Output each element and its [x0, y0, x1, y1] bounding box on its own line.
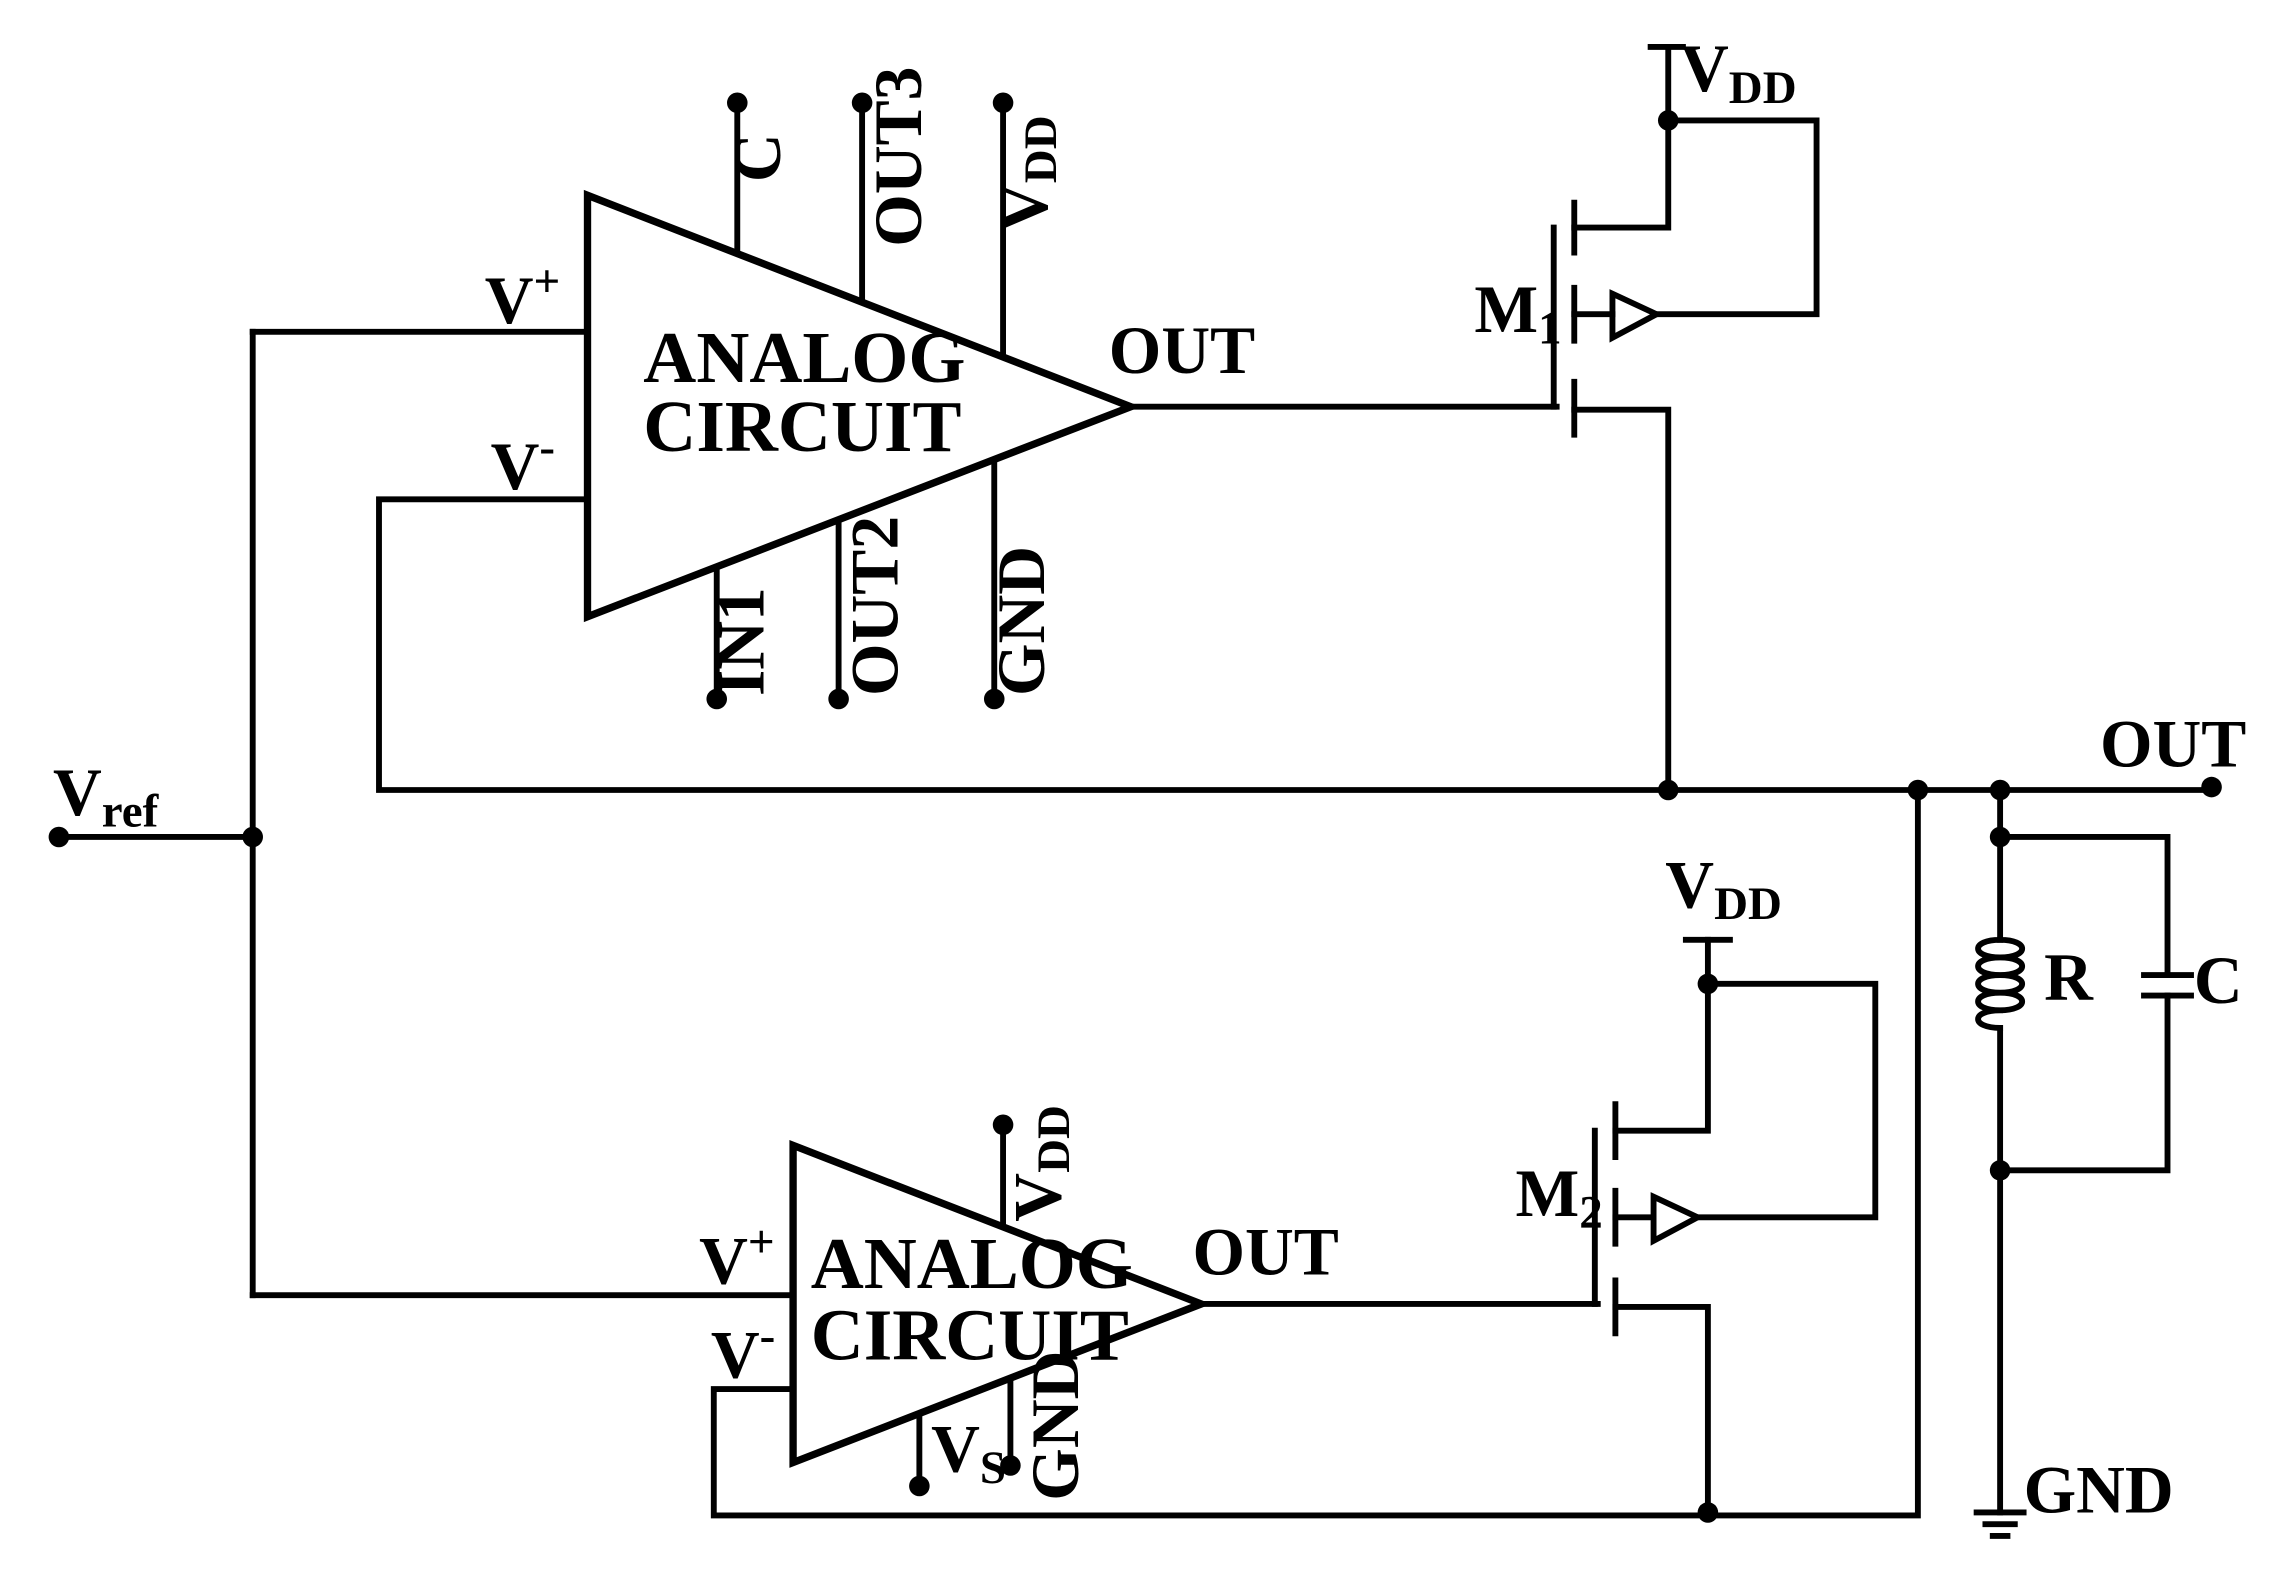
vref-terminal: [48, 826, 70, 848]
junctions: [48, 92, 2222, 1523]
m2-label: M2: [1516, 1156, 1603, 1239]
cap-bottom-wire: [1997, 992, 2171, 1174]
capacitor-label: C: [2194, 943, 2243, 1018]
junction-dot: [1657, 110, 1679, 131]
amp2-text-line1: ANALOG: [811, 1223, 1133, 1304]
out-terminal: [2201, 776, 2222, 798]
junction-dot: [1697, 1502, 1719, 1523]
m1-vdd-label: VDD: [1680, 31, 1797, 114]
ground-symbol: [1973, 1509, 2027, 1539]
terminal-dot: [909, 1475, 930, 1497]
amp1-vplus-label: V+: [485, 256, 561, 338]
amp1-pin-gnd-label: GND: [984, 546, 1059, 696]
gnd-label: GND: [2024, 1452, 2174, 1527]
terminal-dot: [1000, 1455, 1021, 1476]
amp1-pin-out3-label: OUT3: [861, 67, 936, 247]
amp1-pin-c-label: C: [720, 133, 795, 182]
junction-dot: [1657, 779, 1679, 801]
junction-dot: [1697, 973, 1719, 995]
junction-dot: [1907, 779, 1929, 801]
amp1-text-line1: ANALOG: [643, 317, 965, 398]
out-terminal-label: OUT: [2100, 707, 2246, 782]
amp1-text-line2: CIRCUIT: [643, 386, 961, 467]
m1-label: M1: [1474, 272, 1561, 355]
terminal-dot: [851, 92, 873, 114]
amp1-vminus-label: V-: [491, 422, 555, 504]
junction-dot: [1989, 826, 2011, 848]
terminal-dot: [992, 1114, 1014, 1136]
m2-vdd-label: VDD: [1665, 847, 1782, 930]
amp2-pin-vs-label: VS: [931, 1411, 1006, 1494]
capacitor-plates: [2141, 972, 2194, 999]
m1-body-wire: [1653, 117, 1820, 318]
m1-source-wire: [1571, 406, 1672, 793]
terminal-dot: [706, 688, 728, 710]
wires: [55, 44, 2215, 1539]
amp2-triangle: [789, 1139, 1212, 1468]
amp1-pin-out2-label: OUT2: [837, 516, 912, 696]
terminal-dot: [828, 688, 849, 710]
cap-top-wire: [1997, 834, 2171, 978]
m1-transistor: [1550, 199, 1664, 438]
terminal-dot: [983, 688, 1005, 710]
feedback-bus: [376, 496, 2215, 793]
amp1-out-label: OUT: [1109, 313, 1255, 388]
amp1: [583, 99, 1141, 702]
amp1-triangle: [583, 189, 1141, 623]
resistor-label: R: [2044, 940, 2094, 1015]
junction-dot: [1989, 779, 2011, 801]
m2-drain-wire: [1612, 936, 1711, 1134]
resistor-coil: [1975, 936, 2025, 1031]
amp2-text-line2: CIRCUIT: [811, 1295, 1129, 1376]
m2-body-wire: [1694, 980, 1879, 1221]
junction-dot: [242, 826, 263, 848]
junction-dot: [1989, 1160, 2011, 1181]
amp2-vminus-label: V-: [711, 1310, 775, 1392]
m2-source-wire: [1612, 1303, 1711, 1519]
amp1-pin-vdd-label: VDD: [987, 115, 1067, 232]
vref-label: Vref: [53, 755, 160, 838]
amp2-out-label: OUT: [1192, 1215, 1338, 1290]
m2-body-arrow: [1650, 1192, 1705, 1246]
terminal-dot: [727, 92, 748, 114]
amp2-pin-gnd-label: GND: [1018, 1351, 1093, 1501]
amp1-pin-in1-label: IN1: [704, 587, 779, 696]
amp2-feedback-wire: [710, 787, 1921, 1519]
m1-body-arrow: [1609, 289, 1664, 343]
amp2-vplus-label: V+: [699, 1216, 775, 1298]
m1-drain-wire: [1571, 44, 1672, 231]
amp2: [789, 1121, 1212, 1489]
terminal-dot: [992, 92, 1014, 114]
m2-transistor: [1591, 1101, 1705, 1337]
amp2-pin-vdd-label: VDD: [1000, 1105, 1080, 1222]
